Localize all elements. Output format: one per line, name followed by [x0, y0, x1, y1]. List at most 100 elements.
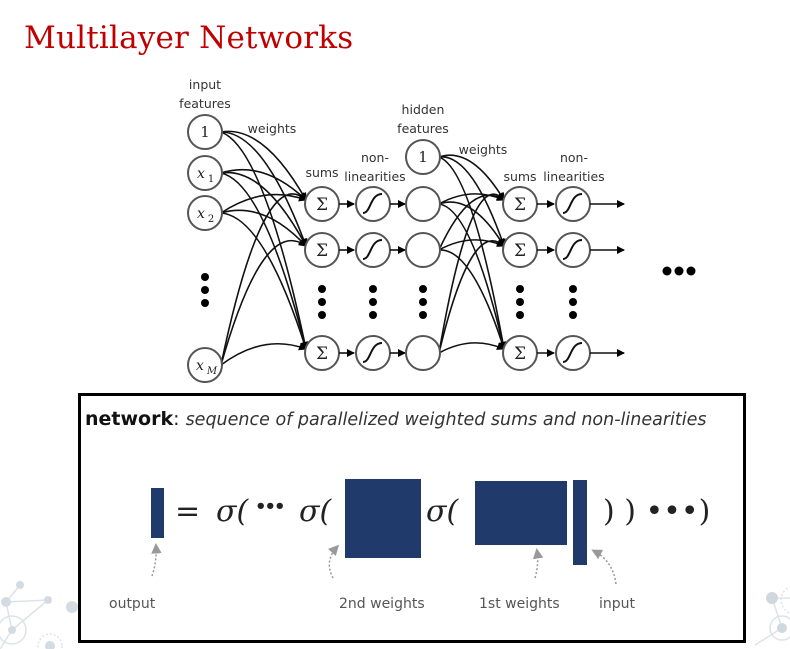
nonlin-node-layer2: [555, 335, 591, 371]
caption-arrows: [151, 543, 617, 585]
weight-edge: [220, 131, 308, 247]
equals-sign: =: [175, 494, 201, 529]
svg-text:x: x: [196, 358, 204, 374]
heading-definition: sequence of parallelized weighted sums a…: [185, 410, 707, 430]
label-sums-2: sums: [503, 169, 536, 184]
sigma-second: σ(: [299, 494, 332, 529]
arrow-second-weights: [328, 544, 340, 579]
sum-node-layer2: Σ: [502, 335, 538, 371]
svg-text:x: x: [197, 206, 205, 222]
caption-output: output: [109, 596, 156, 612]
label-nonlin-1b: linearities: [344, 169, 405, 184]
weight-edge: [438, 238, 505, 354]
weight-edge: [438, 201, 505, 247]
ellipsis-outer: •••: [255, 496, 285, 517]
svg-text:x: x: [197, 166, 205, 182]
svg-text:Σ: Σ: [514, 344, 526, 364]
weight-edges: [220, 130, 507, 366]
weight-edge: [438, 156, 506, 247]
input-node-x1: x 1: [187, 155, 223, 191]
svg-text:Σ: Σ: [316, 241, 328, 261]
svg-text:Σ: Σ: [316, 195, 328, 215]
nonlin-node-layer2: [555, 186, 591, 222]
svg-text:1: 1: [208, 174, 214, 185]
caption-first-weights: 1st weights: [479, 596, 560, 612]
weight-edge: [438, 154, 505, 201]
nonlin-node-layer1: [355, 186, 391, 222]
label-nonlin-2b: linearities: [543, 169, 604, 184]
weight-edge: [220, 169, 307, 201]
vertical-ellipsis-sums-1: [318, 285, 326, 319]
label-sums-1: sums: [305, 165, 338, 180]
arrow-output: [151, 543, 162, 577]
weight-edge: [220, 212, 308, 350]
label-nonlin-1a: non-: [361, 150, 389, 165]
closing-parentheses: ) ) •••): [603, 494, 711, 529]
label-nonlin-2a: non-: [560, 150, 588, 165]
decorative-network-graphic-right: [754, 586, 790, 646]
weight-edge: [220, 171, 307, 247]
first-weights-matrix: [475, 481, 567, 545]
caption-second-weights: 2nd weights: [339, 596, 425, 612]
svg-text:M: M: [206, 366, 218, 377]
vertical-ellipsis-inputs: [201, 273, 209, 307]
label-weights-2: weights: [459, 142, 508, 157]
input-node-x2: x 2: [187, 195, 223, 231]
weight-edge: [220, 192, 307, 366]
svg-text:1: 1: [418, 148, 428, 166]
weight-edge: [438, 192, 505, 354]
label-hidden: hidden: [402, 102, 445, 117]
sum-node-layer1: Σ: [304, 335, 340, 371]
nonlin-node-layer1: [355, 232, 391, 268]
svg-text:Σ: Σ: [514, 241, 526, 261]
horizontal-ellipsis-continuation: [662, 266, 696, 276]
label-features: features: [179, 96, 231, 111]
second-weights-matrix: [345, 479, 421, 558]
heading-term: network: [85, 408, 174, 430]
vertical-ellipsis-nonlin-1: [369, 285, 377, 319]
weight-edge: [220, 193, 307, 214]
label-weights-1: weights: [248, 121, 297, 136]
input-node-xM: x M: [187, 347, 223, 383]
hidden-node: [405, 335, 441, 371]
weight-edge: [438, 249, 506, 350]
svg-text:Σ: Σ: [316, 344, 328, 364]
vertical-ellipsis-sums-2: [516, 285, 524, 319]
network-diagram: input features weights sums non- lineari…: [179, 77, 696, 383]
hidden-node: [405, 232, 441, 268]
slide-title: Multilayer Networks: [24, 20, 354, 56]
hidden-node: [405, 186, 441, 222]
sum-node-layer2: Σ: [502, 232, 538, 268]
sum-node-layer2: Σ: [502, 186, 538, 222]
sum-node-layer1: Σ: [304, 232, 340, 268]
arrow-input: [591, 549, 617, 585]
label-hidden-features: features: [397, 121, 449, 136]
weight-edge: [438, 203, 507, 350]
weight-edge: [438, 156, 507, 350]
vertical-ellipsis-nonlin-2: [569, 285, 577, 319]
nonlin-node-layer1: [355, 335, 391, 371]
weight-edge: [220, 238, 307, 366]
weight-edge: [220, 131, 309, 350]
hidden-node-bias: 1: [405, 139, 441, 175]
label-input: input: [189, 77, 221, 92]
decorative-network-graphic-left: [0, 581, 78, 649]
caption-input: input: [599, 596, 636, 612]
input-node-bias: 1: [187, 114, 223, 150]
svg-text:Σ: Σ: [514, 195, 526, 215]
weight-edge: [220, 209, 307, 247]
input-vector: [573, 480, 587, 565]
weight-edge: [220, 342, 307, 366]
sum-node-layer1: Σ: [304, 186, 340, 222]
weight-edge: [438, 342, 505, 354]
svg-text:2: 2: [208, 214, 214, 225]
svg-text:1: 1: [200, 123, 210, 141]
nonlin-node-layer2: [555, 232, 591, 268]
sigma-outer: σ(: [216, 494, 249, 529]
network-equation-panel: network: sequence of parallelized weight…: [78, 393, 746, 643]
equation-heading: network: sequence of parallelized weight…: [85, 408, 707, 430]
sigma-first: σ(: [426, 494, 459, 529]
arrow-first-weights: [532, 548, 544, 579]
weight-edge: [220, 130, 307, 201]
vertical-ellipsis-hidden: [419, 285, 427, 319]
